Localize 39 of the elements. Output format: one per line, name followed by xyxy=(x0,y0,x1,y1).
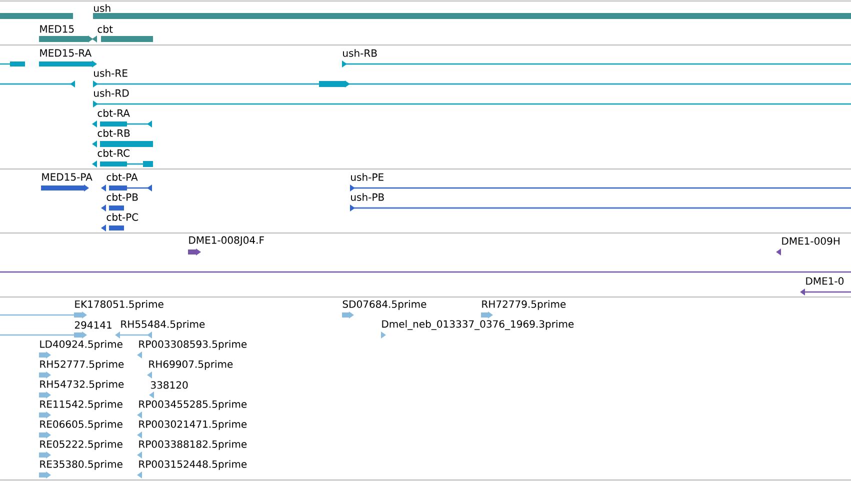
feature-label: RH55484.5prime xyxy=(121,320,205,330)
feature-label: RP003388182.5prime xyxy=(139,440,247,450)
feature-label: DME1-008J04.F xyxy=(189,236,264,246)
feature-label: RH69907.5prime xyxy=(149,360,233,370)
feature-label: cbt xyxy=(98,25,113,33)
feature-label: DME1-009H xyxy=(782,237,840,245)
feature-label: cbt-RC xyxy=(98,149,130,157)
feature-label: RH72779.5prime xyxy=(482,300,566,310)
feature-label: SD07684.5prime xyxy=(342,300,426,310)
feature-label: DME1-0 xyxy=(806,277,844,285)
feature-label: RE06605.5prime xyxy=(40,420,122,430)
feature-label: RP003021471.5prime xyxy=(139,420,247,430)
feature-label: LD40924.5prime xyxy=(40,340,122,350)
feature-label: RP003455285.5prime xyxy=(139,400,247,410)
feature-label: 294141 xyxy=(74,321,112,329)
feature-label: RP003152448.5prime xyxy=(139,460,247,470)
feature-label: RE35380.5prime xyxy=(40,460,122,470)
feature-label: MED15-PA xyxy=(42,173,92,181)
feature-label: RE05222.5prime xyxy=(40,440,122,450)
feature-label: cbt-PC xyxy=(106,213,138,221)
feature-label: ush-PB xyxy=(351,193,384,201)
feature-label: RH52777.5prime xyxy=(40,360,124,370)
feature-label: cbt-PB xyxy=(106,193,138,201)
feature-label: ush xyxy=(94,4,110,12)
feature-label: ush-RD xyxy=(94,89,129,97)
feature-label: 338120 xyxy=(150,381,188,389)
feature-label: MED15-RA xyxy=(40,49,92,57)
feature-label: cbt-RA xyxy=(98,109,130,117)
feature-label: RE11542.5prime xyxy=(40,400,122,410)
feature-label: RH54732.5prime xyxy=(40,380,124,390)
feature-label: ush-PE xyxy=(351,173,384,181)
feature-label: ush-RB xyxy=(343,49,377,57)
feature-label: Dmel_neb_013337_0376_1969.3prime xyxy=(382,320,574,330)
feature-label: ush-RE xyxy=(94,69,128,77)
feature-label: RP003308593.5prime xyxy=(139,340,247,350)
feature-label: cbt-RB xyxy=(98,129,130,137)
feature-label: cbt-PA xyxy=(106,173,138,181)
feature-label: EK178051.5prime xyxy=(75,300,164,310)
feature-label: MED15 xyxy=(40,25,74,33)
